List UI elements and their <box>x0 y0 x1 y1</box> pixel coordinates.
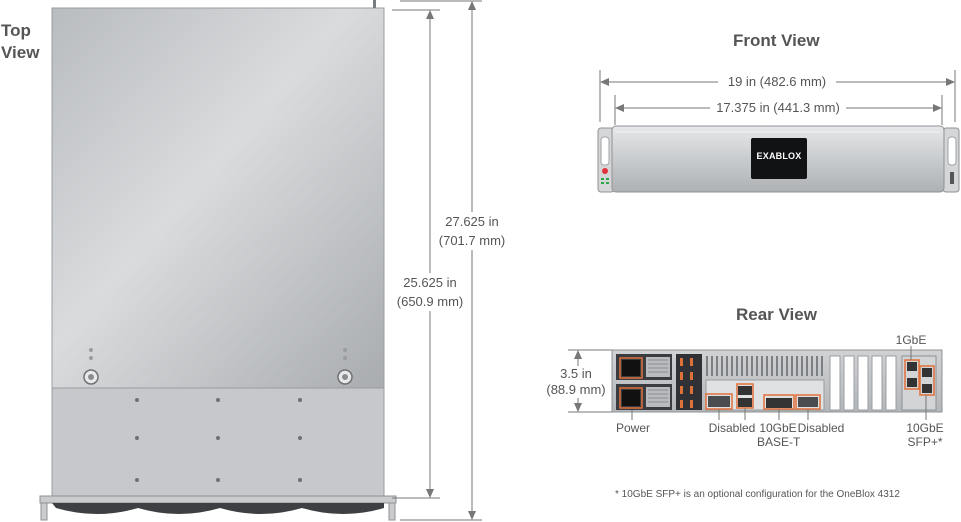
top-outer-depth-mm: (701.7 mm) <box>438 233 506 248</box>
rear-view-chassis <box>611 349 943 413</box>
power-label: Power <box>615 421 650 435</box>
front-view-title: Front View <box>733 31 820 50</box>
top-view-title: Top View <box>1 20 39 64</box>
sfp-line2: SFP+* <box>907 435 943 449</box>
sfp-footnote: * 10GbE SFP+ is an optional configuratio… <box>615 489 900 500</box>
top-inner-depth-in: 25.625 in <box>403 275 457 290</box>
top-view-dimensions <box>392 0 482 521</box>
sfp-label: 10GbE SFP+* <box>903 421 947 449</box>
top-outer-depth-in: 27.625 in <box>445 214 499 229</box>
disabled-right-label: Disabled <box>797 421 845 435</box>
rear-view-title: Rear View <box>736 305 817 324</box>
top-view-chassis <box>39 0 397 521</box>
top-view-title-line2: View <box>1 43 40 62</box>
rear-height-mm: (88.9 mm) <box>546 382 606 397</box>
sfp-line1: 10GbE <box>906 421 944 435</box>
exablox-logo: EXABLOX <box>756 151 802 161</box>
rear-height-in: 3.5 in <box>560 366 592 381</box>
rear-view-callouts <box>631 346 927 420</box>
top-outer-depth-label: 27.625 in (701.7 mm) <box>434 212 510 250</box>
rear-height-label: 3.5 in (88.9 mm) <box>541 366 611 398</box>
tengbe-baset-line1: 10GbE <box>759 421 797 435</box>
onegbe-label: 1GbE <box>895 333 927 347</box>
tengbe-baset-line2: BASE-T <box>757 435 801 449</box>
top-inner-depth-mm: (650.9 mm) <box>396 294 464 309</box>
rear-view-dimensions <box>568 349 612 413</box>
top-inner-depth-label: 25.625 in (650.9 mm) <box>392 273 468 311</box>
front-inner-width-label: 17.375 in (441.3 mm) <box>710 98 846 117</box>
front-view-chassis <box>597 125 960 193</box>
tengbe-baset-label: 10GbE BASE-T <box>757 421 801 449</box>
front-outer-width-label: 19 in (482.6 mm) <box>718 72 836 91</box>
top-view-title-line1: Top <box>1 21 31 40</box>
disabled-left-label: Disabled <box>708 421 756 435</box>
